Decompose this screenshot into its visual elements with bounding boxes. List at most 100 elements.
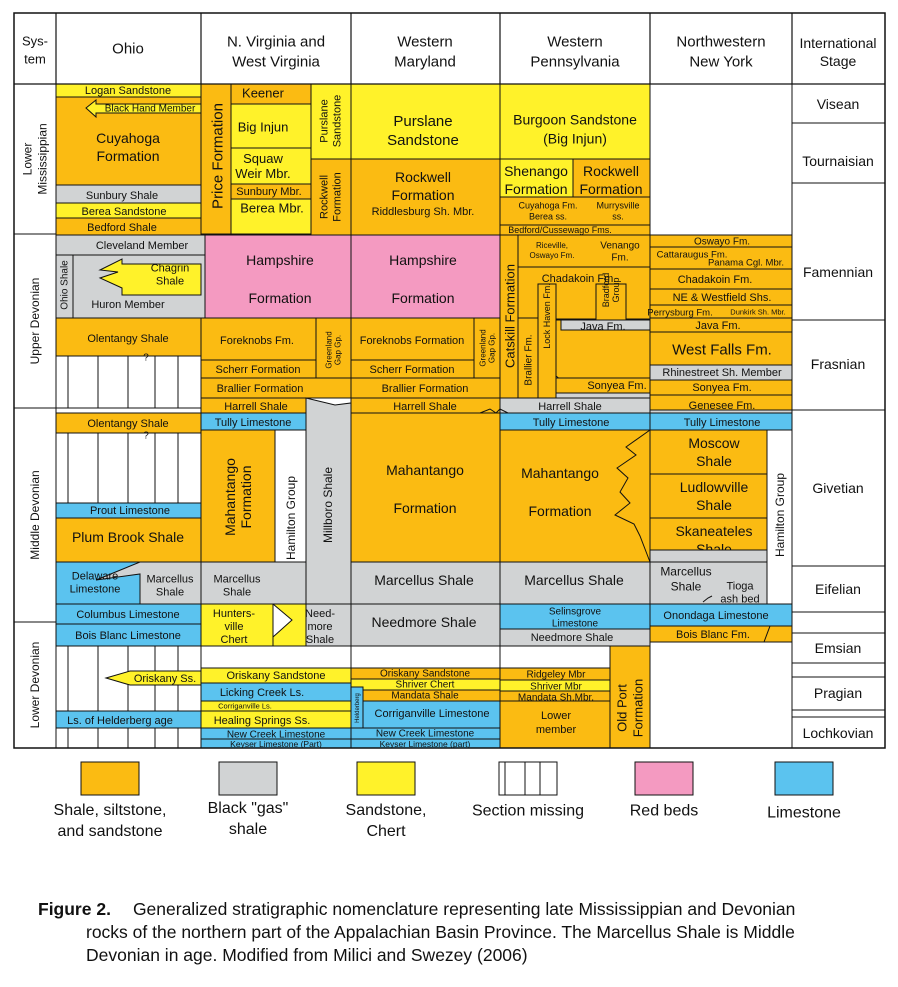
wv-brallier-label: Brallier Formation: [217, 383, 304, 395]
caption-line-2: rocks of the northern part of the Appala…: [86, 922, 795, 942]
md-corriganville: [362, 700, 501, 729]
pa-chadakoin-label: Chadakoin Fm.: [542, 273, 617, 285]
wv-purslane-label: PurslaneSandstone: [318, 95, 343, 148]
ny-chadakoin-label: Chadakoin Fm.: [678, 274, 753, 286]
md-marcellus-label: Marcellus Shale: [374, 572, 474, 588]
wv-foreknobs-label: Foreknobs Fm.: [220, 335, 294, 347]
pa-sonyea-gas: [555, 392, 651, 399]
stage-label-visean: Visean: [817, 96, 860, 112]
md-hampshire-label-1: Hampshire: [389, 252, 457, 268]
pa-bradford-label: BradfordGroup: [601, 273, 621, 308]
ohio-plum-brook-label: Plum Brook Shale: [72, 529, 184, 545]
pa-marcellus-label: Marcellus Shale: [524, 572, 624, 588]
ny-skaneateles-gas: [649, 549, 768, 563]
pa-selinsgrove: [499, 603, 651, 630]
wv-hampshire-label-1: Hampshire: [246, 252, 314, 268]
wv-marcellus: [200, 561, 307, 605]
md-helderberg-label: Helderberg: [355, 693, 361, 723]
legend-swatch-shale: [80, 761, 140, 796]
ny-perrysburg-label: Perrysburg Fm.: [647, 307, 712, 318]
stage-cell: [791, 409, 886, 567]
md-hampshire: [350, 234, 501, 319]
wv-purslane: [310, 83, 352, 160]
pa-rockwell: [572, 158, 651, 198]
stage-cell: [791, 182, 886, 321]
header-ohio: Ohio: [112, 40, 144, 57]
wv-rockwell-label: RockwellFormation: [318, 172, 343, 222]
stage-cell: [791, 632, 886, 664]
pa-catskill-label: Catskill Formation: [503, 264, 518, 368]
wv-scherr-label: Scherr Formation: [216, 364, 301, 376]
wv-mahantango: [200, 429, 276, 563]
ohio-columbus-label: Columbus Limestone: [76, 609, 179, 621]
ohio-helderberg-label: Ls. of Helderberg age: [67, 715, 173, 727]
md-mahantango: [350, 412, 501, 563]
wv-keyser-label: Keyser Limestone (Part): [230, 739, 322, 749]
ohio-question-1: ?: [143, 353, 149, 364]
pa-needmore-label: Needmore Shale: [531, 632, 614, 644]
pa-shenango: [499, 158, 574, 198]
wv-oriskany-label: Oriskany Sandstone: [226, 670, 325, 682]
ny-moscow: [649, 429, 768, 475]
pa-ridgeley-label: Ridgeley Mbr: [527, 670, 587, 681]
system-label-lower-devonian: Lower Devonian: [28, 642, 42, 729]
chart-frame: [13, 12, 886, 749]
ny-oswayo-label: Oswayo Fm.: [694, 237, 750, 248]
ny-dunkirk-label: Dunkirk Sh. Mbr.: [730, 308, 785, 317]
md-foreknobs: [350, 317, 475, 361]
stage-label-lochkovian: Lochkovian: [803, 725, 874, 741]
md-harrell-label: Harrell Shale: [393, 401, 457, 413]
md-greenland-gap: [473, 317, 501, 379]
ny-genesee-label: Genesee Fm.: [689, 400, 756, 412]
wv-keener-label: Keener: [242, 86, 285, 101]
wv-licking-creek-label: Licking Creek Ls.: [220, 687, 304, 699]
pa-cuyahoga-label: Cuyahoga Fm.Berea ss.: [518, 201, 577, 222]
wv-hamilton-label: Hamilton Group: [284, 476, 298, 560]
stage-label-famennian: Famennian: [803, 264, 873, 280]
md-scherr-label: Scherr Formation: [370, 364, 455, 376]
wv-huntersville: [200, 603, 274, 647]
wv-mahantango-label: MahantangoFormation: [222, 458, 254, 536]
system-label-middle-devonian: Middle Devonian: [28, 470, 42, 559]
legend-swatch-red: [634, 761, 694, 796]
wv-sunbury-label: Sunbury Mbr.: [236, 186, 301, 198]
ohio-berea-label: Berea Sandstone: [81, 206, 166, 218]
ohio-ohio-shale-label: Ohio Shale: [60, 260, 71, 310]
wv-price-label: Price Formation: [209, 103, 226, 209]
pa-lock-haven-label: Lock Haven Fm.: [542, 283, 552, 349]
ny-onondaga-label: Onondaga Limestone: [663, 610, 768, 622]
caption-line-1: Figure 2.Generalized stratigraphic nomen…: [38, 898, 858, 921]
pa-harrell-label: Harrell Shale: [538, 401, 602, 413]
pa-sonyea-label: Sonyea Fm.: [587, 380, 646, 392]
stage-label-frasnian: Frasnian: [811, 356, 865, 372]
pa-harrell-unconformity: [479, 408, 509, 414]
ohio-plum-brook: [55, 517, 202, 563]
md-riddlesburg-label: Riddlesburg Sh. Mbr.: [372, 206, 475, 218]
legend-swatch-lime: [774, 761, 834, 796]
ohio-oriskany-label: Oriskany Ss.: [134, 673, 196, 685]
md-marcellus: [350, 561, 501, 605]
ny-panama-label: Panama Cgl. Mbr.: [708, 257, 784, 268]
stage-cell: [791, 319, 886, 411]
ny-missing-upper: [649, 83, 793, 236]
caption-text-1: Generalized stratigraphic nomenclature r…: [132, 899, 796, 919]
wv-berea: [230, 198, 312, 235]
pa-java-label: Java Fm.: [580, 321, 625, 333]
ohio-huron-label: Huron Member: [91, 299, 165, 311]
